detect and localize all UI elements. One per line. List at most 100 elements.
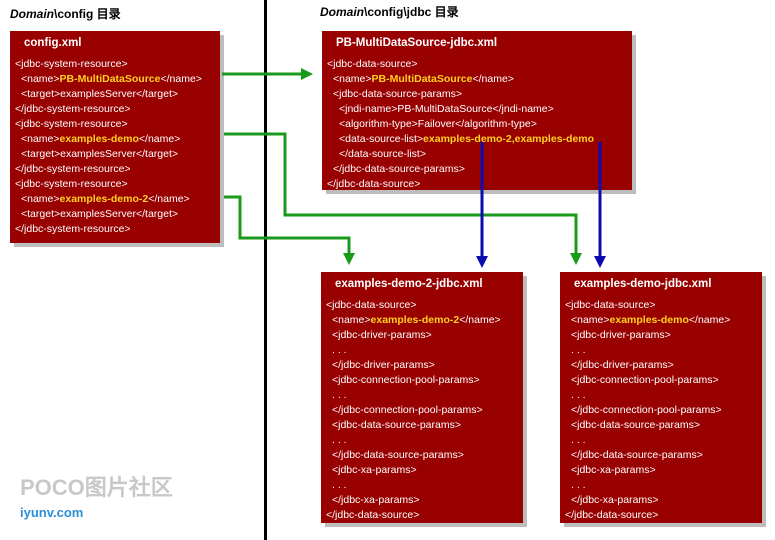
xml-text: </jdbc-connection-pool-params> xyxy=(332,404,483,416)
xml-text: <target>examplesServer</target> xyxy=(21,208,179,220)
xml-line: <jdbc-driver-params> xyxy=(321,328,523,343)
xml-text: <jdbc-data-source> xyxy=(565,299,656,311)
xml-line: </jdbc-driver-params> xyxy=(321,358,523,373)
xml-text: . . . xyxy=(332,479,347,491)
xml-text: <jdbc-data-source-params> xyxy=(571,419,700,431)
xml-text: <name> xyxy=(21,133,60,145)
examples-demo-jdbc-box: examples-demo-jdbc.xml <jdbc-data-source>… xyxy=(560,272,762,523)
xml-line: </jdbc-data-source> xyxy=(560,508,762,523)
highlighted-value: examples-demo-2,examples-demo xyxy=(423,133,595,145)
xml-text: </jdbc-data-source> xyxy=(326,509,420,521)
xml-text: <jdbc-system-resource> xyxy=(15,58,128,70)
xml-text: . . . xyxy=(571,344,586,356)
xml-line: </jdbc-connection-pool-params> xyxy=(321,403,523,418)
highlighted-value: examples-demo-2 xyxy=(370,314,460,326)
xml-text: . . . xyxy=(332,389,347,401)
xml-text: <jdbc-driver-params> xyxy=(571,329,671,341)
xml-text: <jdbc-driver-params> xyxy=(332,329,432,341)
config-dir-title: Domain\config 目录 xyxy=(10,7,121,21)
xml-line: </data-source-list> xyxy=(322,147,632,162)
xml-line: . . . xyxy=(321,433,523,448)
xml-text: . . . xyxy=(571,479,586,491)
file-name: config.xml xyxy=(24,37,82,49)
xml-line: </jdbc-system-resource> xyxy=(10,102,220,117)
xml-text: </name> xyxy=(160,73,202,85)
xml-line: <name>examples-demo</name> xyxy=(10,132,220,147)
xml-text: <name> xyxy=(21,73,60,85)
xml-text: </data-source-list> xyxy=(339,148,426,160)
xml-text: <name> xyxy=(333,73,372,85)
xml-line: . . . xyxy=(321,478,523,493)
jdbc-dir-title: Domain\config\jdbc 目录 xyxy=(320,5,459,19)
xml-line: </jdbc-data-source-params> xyxy=(322,162,632,177)
xml-text: <name> xyxy=(332,314,371,326)
xml-line: . . . xyxy=(560,433,762,448)
xml-line: </jdbc-system-resource> xyxy=(10,222,220,237)
file-name: PB-MultiDataSource-jdbc.xml xyxy=(336,37,498,49)
xml-text: </jdbc-data-source> xyxy=(327,178,421,190)
xml-text: </name> xyxy=(138,133,181,145)
highlighted-value: PB-MultiDataSource xyxy=(59,73,161,85)
xml-text: <jdbc-system-resource> xyxy=(15,118,128,130)
xml-line: <jdbc-connection-pool-params> xyxy=(321,373,523,388)
xml-line: </jdbc-xa-params> xyxy=(560,493,762,508)
xml-text: </name> xyxy=(688,314,731,326)
examples-demo-2-jdbc-box: examples-demo-2-jdbc.xml <jdbc-data-sourc… xyxy=(321,272,523,523)
xml-text: </name> xyxy=(148,193,190,205)
xml-text: . . . xyxy=(571,389,586,401)
xml-line: <target>examplesServer</target> xyxy=(10,147,220,162)
xml-line: <name>examples-demo-2</name> xyxy=(321,313,523,328)
watermark-logo: POCO图片社区 xyxy=(20,475,173,500)
xml-text: <jdbc-data-source-params> xyxy=(332,419,461,431)
xml-line: <jdbc-xa-params> xyxy=(560,463,762,478)
xml-text: </jdbc-xa-params> xyxy=(571,494,659,506)
xml-line: <jndi-name>PB-MultiDataSource</jndi-name… xyxy=(322,102,632,117)
xml-line: </jdbc-connection-pool-params> xyxy=(560,403,762,418)
xml-line: <jdbc-driver-params> xyxy=(560,328,762,343)
xml-text: <target>examplesServer</target> xyxy=(21,88,179,100)
xml-line: <jdbc-data-source-params> xyxy=(322,87,632,102)
xml-text: <jndi-name>PB-MultiDataSource</jndi-name… xyxy=(339,103,554,115)
xml-text: <jdbc-data-source> xyxy=(326,299,417,311)
xml-text: </jdbc-data-source> xyxy=(565,509,659,521)
xml-text: <jdbc-data-source-params> xyxy=(333,88,462,100)
xml-line: <jdbc-connection-pool-params> xyxy=(560,373,762,388)
xml-text: <jdbc-xa-params> xyxy=(332,464,417,476)
xml-text: <name> xyxy=(21,193,60,205)
xml-line: <name>PB-MultiDataSource</name> xyxy=(322,72,632,87)
xml-line: </jdbc-xa-params> xyxy=(321,493,523,508)
xml-line: </jdbc-data-source-params> xyxy=(560,448,762,463)
xml-text: </jdbc-connection-pool-params> xyxy=(571,404,722,416)
xml-text: <jdbc-xa-params> xyxy=(571,464,656,476)
xml-line: . . . xyxy=(321,388,523,403)
xml-line: . . . xyxy=(560,343,762,358)
xml-line: <jdbc-system-resource> xyxy=(10,57,220,72)
xml-line: <name>examples-demo</name> xyxy=(560,313,762,328)
xml-line: . . . xyxy=(321,343,523,358)
file-name: examples-demo-2-jdbc.xml xyxy=(335,278,483,290)
xml-line: </jdbc-data-source> xyxy=(321,508,523,523)
multidatasource-jdbc-box: PB-MultiDataSource-jdbc.xml <jdbc-data-so… xyxy=(322,31,632,190)
arrow-examples-demo xyxy=(224,132,582,265)
xml-line: </jdbc-driver-params> xyxy=(560,358,762,373)
xml-line: <jdbc-data-source-params> xyxy=(321,418,523,433)
highlighted-value: examples-demo xyxy=(609,314,689,326)
xml-line: <jdbc-system-resource> xyxy=(10,117,220,132)
xml-line: </jdbc-data-source-params> xyxy=(321,448,523,463)
xml-text: <jdbc-connection-pool-params> xyxy=(332,374,480,386)
xml-line: <target>examplesServer</target> xyxy=(10,207,220,222)
highlighted-value: examples-demo xyxy=(59,133,139,145)
xml-text: <jdbc-data-source> xyxy=(327,58,418,70)
file-name: examples-demo-jdbc.xml xyxy=(574,278,712,290)
xml-text: <algorithm-type>Failover</algorithm-type… xyxy=(339,118,537,130)
xml-line: <name>PB-MultiDataSource</name> xyxy=(10,72,220,87)
highlighted-value: PB-MultiDataSource xyxy=(371,73,473,85)
xml-line: </jdbc-data-source> xyxy=(322,177,632,192)
xml-text: </jdbc-data-source-params> xyxy=(332,449,464,461)
xml-line: <data-source-list>examples-demo-2,exampl… xyxy=(322,132,632,147)
xml-line: <jdbc-system-resource> xyxy=(10,177,220,192)
xml-line: <name>examples-demo-2</name> xyxy=(10,192,220,207)
directory-divider xyxy=(264,0,267,540)
xml-line: <jdbc-data-source-params> xyxy=(560,418,762,433)
